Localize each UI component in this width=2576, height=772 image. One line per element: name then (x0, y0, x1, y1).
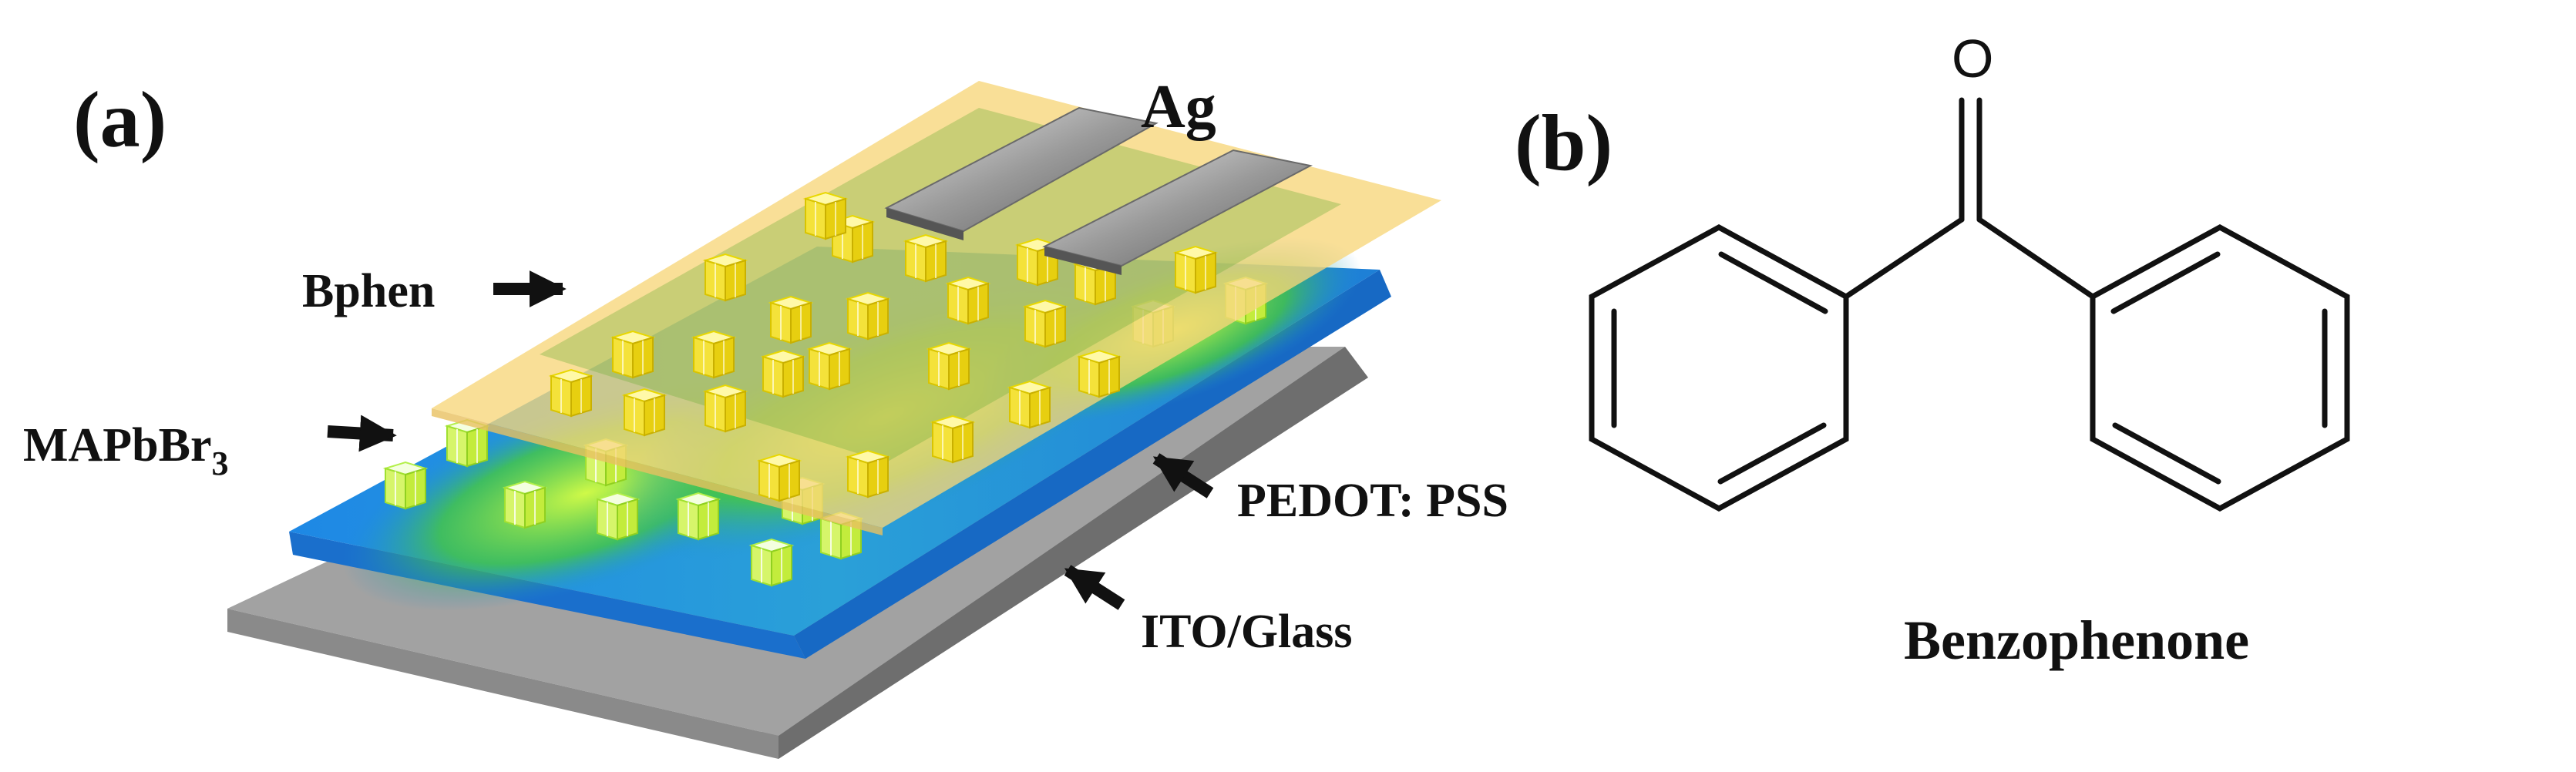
oxygen-label-background (1941, 23, 1999, 92)
ito-glass-label: ITO/Glass (1141, 606, 1353, 658)
ito-glass-arrow (1064, 565, 1125, 610)
right-benzene-ring (2090, 224, 2350, 512)
bphen-label: Bphen (302, 265, 435, 317)
panel-b-label: (b) (1515, 99, 1613, 187)
benzophenone-structure (1589, 97, 2350, 512)
left-ring-double-bond-2 (1717, 422, 1827, 485)
right-bridge-bond (1976, 216, 2096, 300)
ag-electrodes (884, 106, 1313, 275)
molecule-name-label: Benzophenone (1904, 609, 2249, 671)
mapbbr3-label-subscript: 3 (212, 445, 229, 482)
mapbbr3-arrow (327, 415, 397, 452)
left-benzene-ring (1589, 224, 1849, 512)
panel-a-label: (a) (73, 76, 166, 164)
right-ring-double-bond-3 (2112, 422, 2221, 485)
ag-label: Ag (1141, 73, 1216, 141)
mapbbr3-label: MAPbBr3 (23, 419, 229, 482)
mapbbr3-label-main: MAPbBr (23, 419, 212, 472)
right-ring-double-bond-1 (2110, 251, 2221, 314)
left-ring-double-bond-1 (1718, 251, 1828, 314)
oxygen-atom-label: O (1952, 29, 1993, 89)
left-bridge-bond (1843, 216, 1965, 300)
pedot-pss-label: PEDOT: PSS (1237, 475, 1508, 527)
device-schematic: (a) Ag Bphen MAPbBr3 PEDOT: PSS ITO/Glas… (23, 73, 1508, 759)
pedot-pss-arrow (1152, 453, 1214, 498)
